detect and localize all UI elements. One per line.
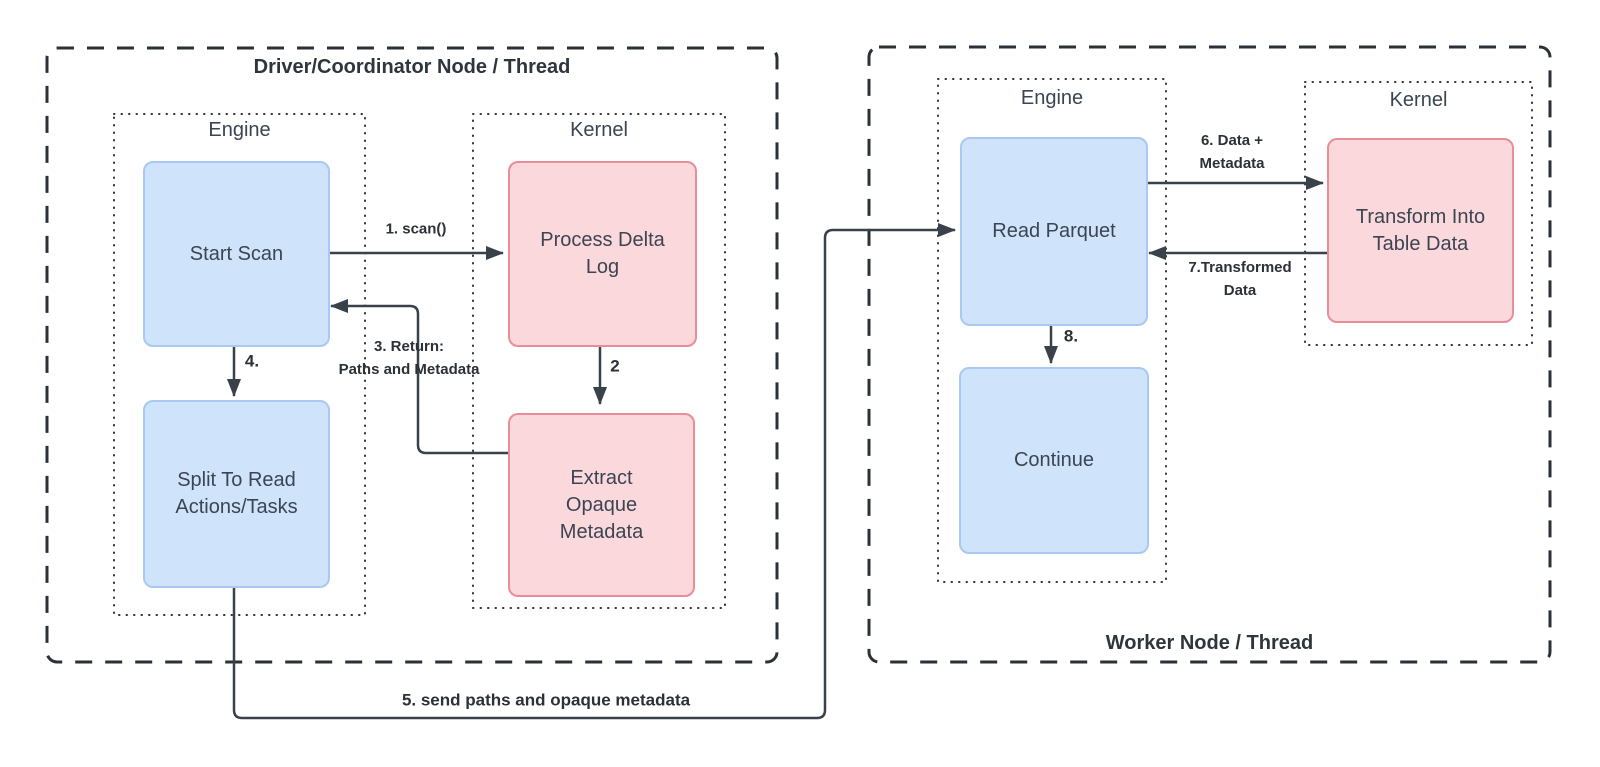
node-start-scan: Start Scan	[143, 161, 330, 347]
edge-1-label: 1. scan()	[385, 220, 447, 238]
worker-engine-lane-label: Engine	[1020, 87, 1084, 109]
edge-2-label: 2	[610, 356, 620, 376]
edge-5-label: 5. send paths and opaque metadata	[401, 690, 691, 710]
node-read-parquet: Read Parquet	[960, 137, 1148, 326]
worker-group-title: Worker Node / Thread	[1105, 632, 1314, 654]
edge-8-label: 8.	[1063, 326, 1079, 346]
node-continue: Continue	[959, 367, 1149, 554]
driver-kernel-lane-label: Kernel	[570, 119, 628, 141]
edge-4-label: 4.	[244, 351, 260, 371]
node-extract-opaque-metadata: Extract Opaque Metadata	[508, 413, 695, 597]
node-split-to-read-actions-tasks: Split To Read Actions/Tasks	[143, 400, 330, 588]
driver-group-title: Driver/Coordinator Node / Thread	[253, 56, 571, 78]
driver-engine-lane-label: Engine	[208, 119, 271, 141]
node-process-delta-log: Process Delta Log	[508, 161, 697, 347]
node-transform-into-table-data: Transform Into Table Data	[1327, 138, 1514, 323]
edge-3-label: 3. Return: Paths and Metadata	[338, 338, 480, 378]
worker-kernel-lane-label: Kernel	[1389, 89, 1448, 111]
edge-6-label: 6. Data + Metadata	[1199, 132, 1265, 172]
edge-7-label: 7.Transformed Data	[1188, 259, 1292, 299]
